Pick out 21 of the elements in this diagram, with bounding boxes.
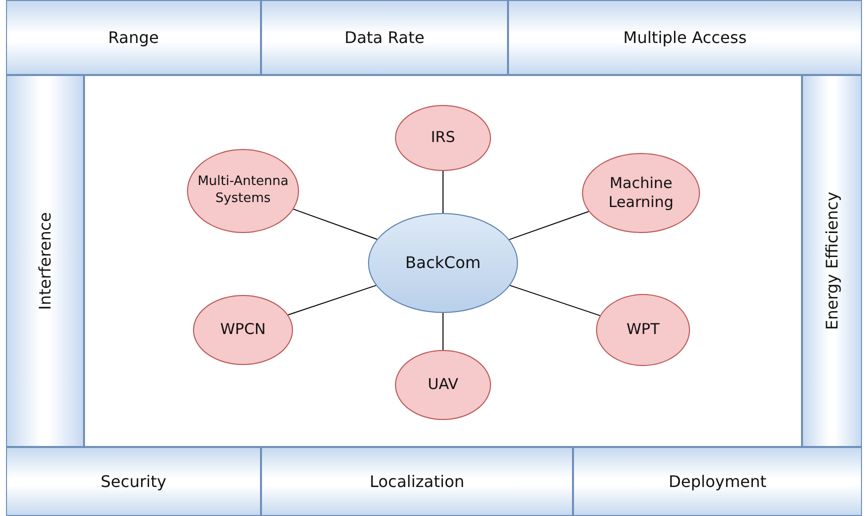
category-panel: Localization — [261, 447, 573, 516]
category-panel: Range — [6, 0, 261, 75]
connector-line — [292, 208, 378, 240]
ellipse-node: WPCN — [193, 295, 293, 365]
connector-line — [510, 284, 600, 316]
connector-line — [288, 284, 376, 316]
category-panel: Security — [6, 447, 261, 516]
connector-line — [442, 170, 444, 214]
category-panel: Interference — [6, 75, 84, 447]
category-panel: Multiple Access — [508, 0, 862, 75]
ellipse-node: UAV — [395, 350, 491, 420]
connector-line — [508, 211, 590, 240]
connector-line — [442, 312, 444, 350]
ellipse-node: IRS — [395, 105, 491, 171]
ellipse-node: Multi-Antenna Systems — [187, 149, 299, 233]
hub-ellipse: BackCom — [368, 213, 518, 313]
category-panel: Deployment — [573, 447, 862, 516]
ellipse-node: Machine Learning — [582, 153, 700, 233]
ellipse-node: WPT — [596, 294, 690, 366]
category-panel: Energy Efficiency — [802, 75, 862, 447]
category-panel: Data Rate — [261, 0, 508, 75]
